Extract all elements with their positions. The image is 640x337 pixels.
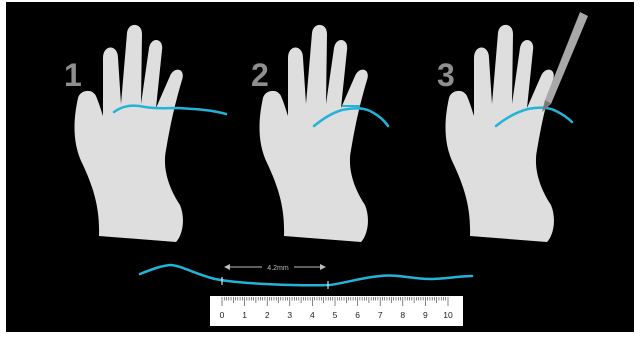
hand-silhouette-3 <box>446 25 554 242</box>
ruler: 0 1 2 3 4 5 6 7 8 9 10 <box>210 296 463 326</box>
hand-silhouette-2 <box>260 25 368 242</box>
step-number-1: 1 <box>64 57 82 93</box>
arrow-left-icon <box>224 264 230 270</box>
measurement-label: 4.2mm <box>267 265 289 272</box>
ruler-number: 2 <box>265 310 270 320</box>
ruler-number: 0 <box>220 310 225 320</box>
ruler-number: 9 <box>423 310 428 320</box>
step-3-group: 3 <box>437 12 588 242</box>
step-number-3: 3 <box>437 57 455 93</box>
ruler-number: 1 <box>242 310 247 320</box>
ruler-number: 5 <box>333 310 338 320</box>
ruler-number: 6 <box>355 310 360 320</box>
ruler-number: 7 <box>378 310 383 320</box>
ruler-number: 3 <box>287 310 292 320</box>
pen-icon <box>545 12 588 104</box>
measurement-arrow: 4.2mm <box>224 264 326 272</box>
ruler-number: 8 <box>400 310 405 320</box>
measured-string <box>140 265 472 285</box>
hand-silhouette-1 <box>75 25 183 242</box>
step-1-group: 1 <box>64 25 226 242</box>
ruler-number: 4 <box>310 310 315 320</box>
arrow-right-icon <box>320 264 326 270</box>
ruler-number: 10 <box>443 310 453 320</box>
step-2-group: 2 <box>251 25 388 242</box>
step-number-2: 2 <box>251 57 269 93</box>
